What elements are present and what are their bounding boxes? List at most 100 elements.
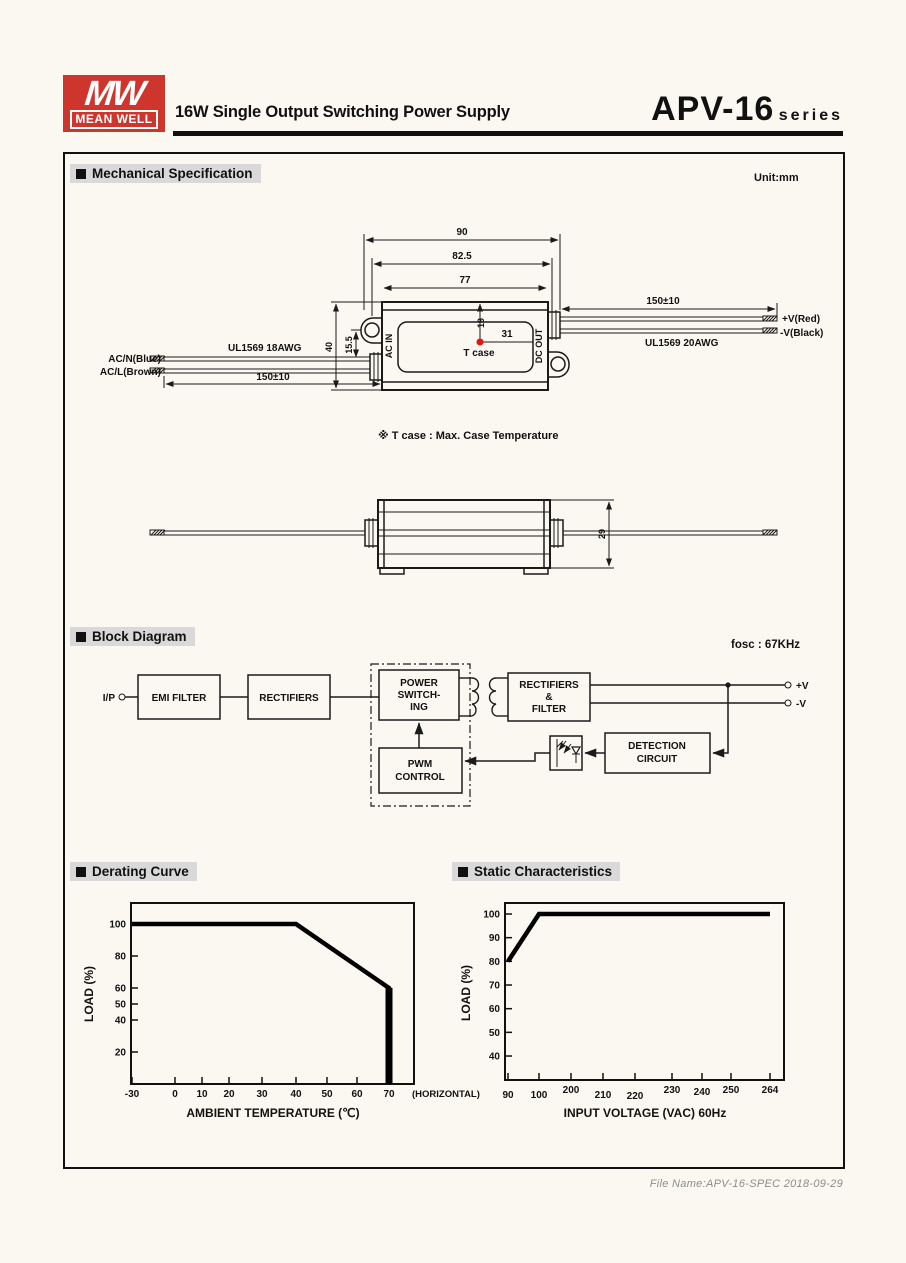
dim-90: 90 bbox=[456, 227, 468, 238]
x-tick-label: 250 bbox=[723, 1085, 740, 1096]
x-tick-label: 70 bbox=[383, 1089, 395, 1100]
y-tick-label: 100 bbox=[483, 910, 500, 921]
logo-mw-monogram: MW bbox=[82, 74, 146, 113]
block-pwm-line2: CONTROL bbox=[395, 772, 444, 783]
x-tick-label: 40 bbox=[290, 1089, 302, 1100]
optocoupler-icon bbox=[549, 735, 583, 771]
case-side-view bbox=[149, 499, 778, 575]
section-block-title: Block Diagram bbox=[92, 629, 187, 644]
block-rect-filter bbox=[507, 672, 591, 722]
block-emi-filter-label: EMI FILTER bbox=[152, 693, 208, 704]
case-dc-out-label: DC OUT bbox=[534, 328, 544, 363]
x-tick-label: 90 bbox=[502, 1090, 514, 1101]
y-axis-label: LOAD (%) bbox=[82, 966, 96, 1022]
strain-relief-ac bbox=[369, 352, 383, 382]
dim-82-5: 82.5 bbox=[452, 251, 472, 262]
section-mechanical-title: Mechanical Specification bbox=[92, 166, 253, 181]
block-pwm-line1: PWM bbox=[408, 759, 432, 770]
dim-77: 77 bbox=[459, 275, 471, 286]
block-rect-filter-line1: RECTIFIERS bbox=[519, 680, 579, 691]
series-word: series bbox=[778, 107, 843, 124]
tcase-dot bbox=[476, 338, 484, 346]
dim-40: 40 bbox=[324, 342, 334, 352]
y-tick-label: 70 bbox=[489, 981, 501, 992]
block-power-line2: SWITCH- bbox=[398, 690, 441, 701]
switching-group-outline bbox=[370, 663, 471, 807]
dc-wire-spec: UL1569 20AWG bbox=[645, 338, 719, 349]
fosc-label: fosc : 67KHz bbox=[731, 639, 801, 651]
x-tick-label: 60 bbox=[351, 1089, 363, 1100]
unit-label: Unit:mm bbox=[754, 172, 799, 184]
x-tick-label: 20 bbox=[223, 1089, 235, 1100]
mechanical-drawing: 90 82.5 77 AC IN DC OUT 19 31 T case 40 … bbox=[100, 227, 823, 575]
x-extra-label: (HORIZONTAL) bbox=[412, 1089, 480, 1100]
case-ac-in-label: AC IN bbox=[384, 334, 394, 359]
y-tick-label: 90 bbox=[489, 933, 501, 944]
x-tick-label: 240 bbox=[694, 1087, 711, 1098]
ac-wires bbox=[149, 355, 370, 374]
block-power-line1: POWER bbox=[400, 678, 439, 689]
ac-wire-spec: UL1569 18AWG bbox=[228, 343, 302, 354]
section-derating-title: Derating Curve bbox=[92, 864, 189, 879]
case-label-area bbox=[397, 321, 534, 373]
series-load_vs_vin bbox=[506, 911, 770, 963]
section-bullet-icon bbox=[76, 168, 86, 179]
transformer-icon bbox=[459, 677, 508, 717]
x-tick-label: 10 bbox=[196, 1089, 208, 1100]
series-code: APV-16 bbox=[651, 90, 775, 128]
header-rule bbox=[173, 131, 843, 136]
dim-15-5: 15.5 bbox=[344, 336, 354, 354]
block-diagram: I/P EMI FILTER RECTIFIERS POWER SWITCH- … bbox=[103, 663, 809, 807]
y-tick-label: 40 bbox=[489, 1052, 501, 1063]
y-tick-label: 40 bbox=[115, 1016, 127, 1027]
x-tick-label: 50 bbox=[321, 1089, 333, 1100]
x-tick-label: -30 bbox=[125, 1089, 140, 1100]
ac-lead-length: 150±10 bbox=[256, 372, 290, 383]
dc-wires bbox=[560, 315, 778, 334]
block-pwm-control bbox=[378, 747, 463, 794]
x-axis-label: AMBIENT TEMPERATURE (℃) bbox=[186, 1106, 359, 1120]
block-detection-line1: DETECTION bbox=[628, 741, 686, 752]
block-detection-line2: CIRCUIT bbox=[637, 754, 678, 765]
section-bullet-icon bbox=[76, 866, 86, 877]
series-load_vs_temp bbox=[132, 921, 392, 1084]
x-axis-label: INPUT VOLTAGE (VAC) 60Hz bbox=[564, 1106, 727, 1120]
strain-relief-dc bbox=[547, 310, 561, 340]
mount-ear-right bbox=[548, 351, 570, 378]
meanwell-logo: MW MEAN WELL bbox=[63, 74, 165, 132]
section-bullet-icon bbox=[76, 631, 86, 642]
y-tick-label: 50 bbox=[489, 1028, 501, 1039]
section-derating-header: Derating Curve bbox=[70, 862, 197, 881]
x-tick-label: 200 bbox=[563, 1085, 580, 1096]
block-power-line3: ING bbox=[410, 702, 428, 713]
dim-31: 31 bbox=[501, 329, 513, 340]
x-tick-label: 0 bbox=[172, 1089, 178, 1100]
footer-file-info: File Name:APV-16-SPEC 2018-09-29 bbox=[649, 1178, 843, 1190]
series-title: APV-16 series bbox=[651, 90, 843, 129]
plot-area bbox=[130, 902, 415, 1085]
section-bullet-icon bbox=[458, 866, 468, 877]
y-tick-label: 60 bbox=[115, 984, 127, 995]
section-static-header: Static Characteristics bbox=[452, 862, 621, 881]
section-static-title: Static Characteristics bbox=[474, 864, 613, 879]
tcase-note: ※ T case : Max. Case Temperature bbox=[378, 430, 558, 442]
y-tick-label: 20 bbox=[115, 1048, 127, 1059]
block-power-switching bbox=[378, 669, 460, 721]
y-tick-label: 80 bbox=[115, 952, 127, 963]
y-tick-label: 50 bbox=[115, 1000, 127, 1011]
ac-l-label: AC/L(Brown) bbox=[100, 367, 161, 378]
x-tick-label: 264 bbox=[762, 1085, 779, 1096]
x-tick-label: 30 bbox=[256, 1089, 268, 1100]
v-minus-label: -V(Black) bbox=[780, 328, 823, 339]
dim-19: 19 bbox=[476, 318, 486, 328]
output-vminus-label: -V bbox=[796, 699, 806, 710]
v-plus-label: +V(Red) bbox=[782, 314, 820, 325]
block-rect-filter-line3: FILTER bbox=[532, 704, 567, 715]
x-tick-label: 210 bbox=[595, 1090, 612, 1101]
x-tick-label: 220 bbox=[627, 1091, 644, 1102]
section-block-header: Block Diagram bbox=[70, 627, 195, 646]
output-vplus-label: +V bbox=[796, 681, 809, 692]
